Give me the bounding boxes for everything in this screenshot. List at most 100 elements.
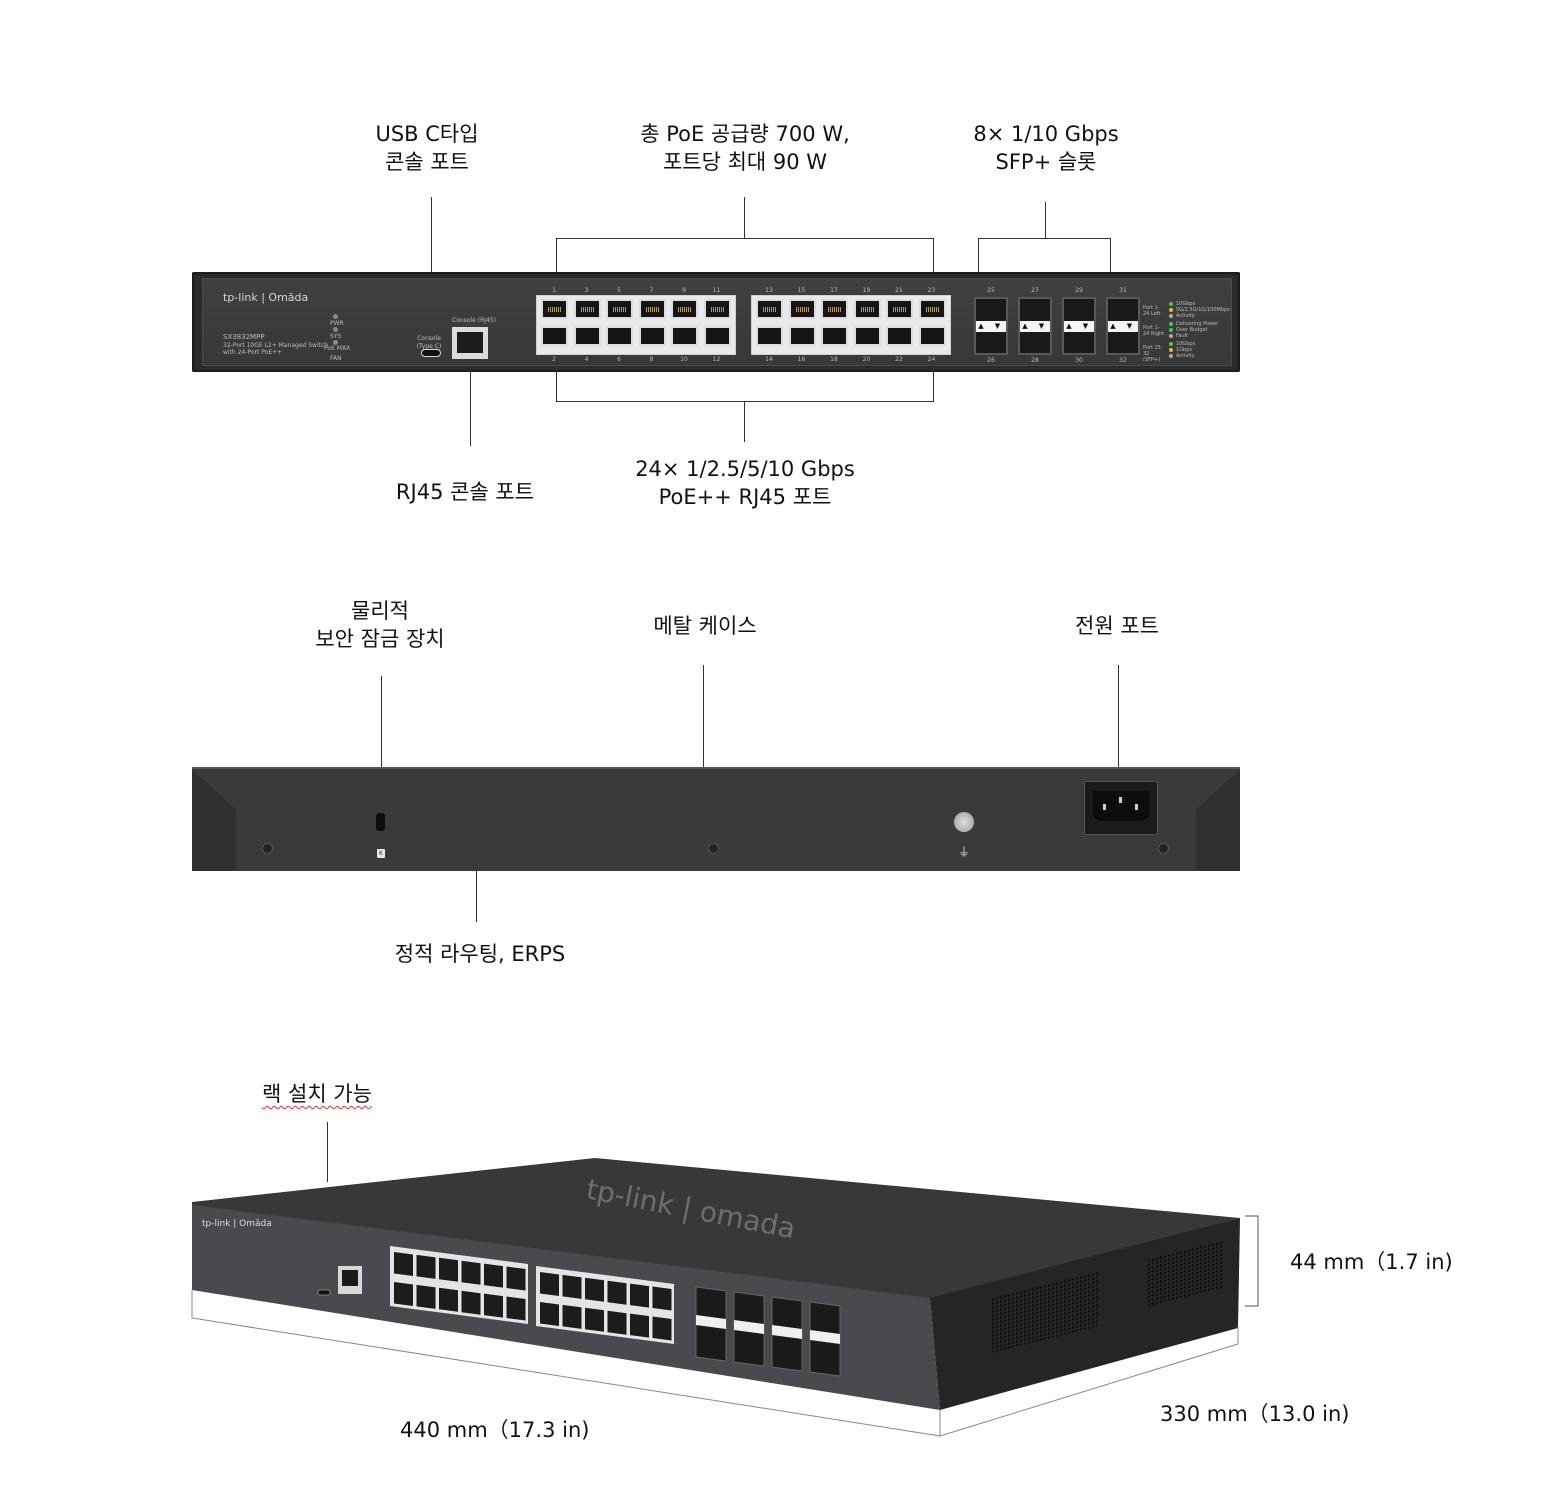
callout-line-2: SFP+ 슬롯 <box>995 150 1097 174</box>
iso-sfp-latch <box>734 1320 764 1334</box>
callout-rack-mount: 랙 설치 가능 <box>262 1080 402 1108</box>
rj45-port[interactable] <box>573 299 601 319</box>
rj45-port[interactable] <box>573 326 601 346</box>
legend-item: Activity <box>1176 313 1195 319</box>
iso-rj45-port[interactable] <box>506 1296 526 1321</box>
leader-routing <box>476 870 477 922</box>
sfp-slot[interactable]: ▲ ▼ <box>974 297 1008 355</box>
iso-rj45-port[interactable] <box>607 1280 627 1305</box>
iso-rj45-port[interactable] <box>585 1307 604 1332</box>
leader-power-port <box>1118 665 1119 777</box>
port-number: 27 <box>1031 287 1039 294</box>
port-number: 28 <box>1031 357 1039 364</box>
dim-height-bracket <box>1245 1215 1259 1307</box>
callout-rj45-ports: 24× 1/2.5/5/10 Gbps PoE++ RJ45 포트 <box>610 455 880 511</box>
led-pwr-icon <box>333 314 338 319</box>
rj45-port[interactable] <box>703 326 731 346</box>
callout-line-1: 8× 1/10 Gbps <box>973 122 1119 146</box>
callout-line-1: 메탈 케이스 <box>653 614 757 638</box>
rj45-port[interactable] <box>756 299 783 319</box>
rj45-port[interactable] <box>821 299 848 319</box>
rj45-port[interactable] <box>638 326 666 346</box>
rj45-port[interactable] <box>671 326 698 346</box>
leader-security-lock <box>381 676 382 816</box>
ground-icon: ⏚ <box>957 845 970 859</box>
brand-logo: tp-link | Omāda <box>223 291 309 304</box>
console-rj45-label: Console (RJ45) <box>452 317 496 324</box>
rj45-port[interactable] <box>788 299 816 319</box>
rj45-port[interactable] <box>918 326 946 346</box>
iso-rj45-port[interactable] <box>540 1272 559 1296</box>
rj45-port[interactable] <box>788 326 816 346</box>
iso-rj45-port[interactable] <box>439 1257 458 1282</box>
port-number: 12 <box>712 356 721 363</box>
legend-led-icon <box>1169 354 1173 358</box>
iso-rj45-port[interactable] <box>562 1304 582 1329</box>
iso-rj45-port[interactable] <box>652 1286 672 1311</box>
rj45-port[interactable] <box>853 299 881 319</box>
rj45-port[interactable] <box>886 299 913 319</box>
rj45-port[interactable] <box>918 299 946 319</box>
bracket-poe-right <box>933 238 934 284</box>
bracket-sfp-right <box>1110 238 1111 284</box>
legend-led-icon <box>1169 328 1173 332</box>
iso-rj45-port[interactable] <box>540 1302 559 1326</box>
rj45-port[interactable] <box>606 326 633 346</box>
callout-line-1: 총 PoE 공급량 700 W, <box>640 122 850 146</box>
sfp-slot[interactable]: ▲ ▼ <box>1062 297 1096 355</box>
rj45-port[interactable] <box>886 326 913 346</box>
led-label-pwr: PWR <box>330 320 344 327</box>
sfp-latch-icon: ▲ ▼ <box>1108 321 1138 332</box>
rj45-port[interactable] <box>756 326 783 346</box>
iso-rj45-port[interactable] <box>416 1284 436 1309</box>
kensington-slot[interactable] <box>376 813 385 831</box>
bracket-sfp-left <box>978 238 979 284</box>
iso-rj45-port[interactable] <box>484 1263 503 1288</box>
rj45-port[interactable] <box>638 299 666 319</box>
rj45-port[interactable] <box>703 299 731 319</box>
port-number: 15 <box>797 287 806 294</box>
iso-rj45-port[interactable] <box>630 1313 649 1338</box>
iso-rj45-port[interactable] <box>585 1277 604 1302</box>
sfp-slot[interactable]: ▲ ▼ <box>1106 297 1140 355</box>
iso-rj45-port[interactable] <box>630 1283 649 1308</box>
rj45-port[interactable] <box>821 326 848 346</box>
iso-rj45-port[interactable] <box>506 1266 526 1291</box>
iso-rj45-port[interactable] <box>562 1274 582 1299</box>
iso-rj45-port[interactable] <box>394 1252 413 1276</box>
rj45-port[interactable] <box>541 299 568 319</box>
ground-screw[interactable] <box>954 812 974 832</box>
sfp-slot[interactable]: ▲ ▼ <box>1018 297 1052 355</box>
rj45-port[interactable] <box>853 326 881 346</box>
port-number: 22 <box>895 356 903 363</box>
rj45-port[interactable] <box>606 299 633 319</box>
rj45-console-port[interactable] <box>452 327 488 359</box>
port-number: 14 <box>765 356 773 363</box>
rj45-port[interactable] <box>671 299 698 319</box>
iso-rj45-port[interactable] <box>461 1290 481 1315</box>
iso-rj45-port[interactable] <box>416 1254 436 1279</box>
power-socket[interactable] <box>1084 781 1158 835</box>
iso-top-surface <box>192 1158 1240 1300</box>
iso-rj45-port[interactable] <box>461 1260 481 1285</box>
iso-rj45-port[interactable] <box>652 1316 672 1341</box>
rj45-port[interactable] <box>541 326 568 346</box>
port-number: 2 <box>552 356 556 363</box>
rj45-block-left <box>536 295 736 355</box>
port-number: 24 <box>927 356 936 363</box>
port-number: 4 <box>584 356 589 363</box>
port-number: 18 <box>830 356 838 363</box>
iso-rj45-port[interactable] <box>439 1287 458 1312</box>
legend-item: 1Gbps <box>1176 347 1193 353</box>
iso-rj45-port[interactable] <box>607 1310 627 1335</box>
legend-led-icon <box>1169 314 1173 318</box>
iso-rj45-port[interactable] <box>484 1293 503 1318</box>
led-poemax-icon <box>333 340 338 345</box>
iso-rj45-port[interactable] <box>394 1282 413 1306</box>
usb-c-port[interactable] <box>421 349 441 357</box>
callout-line-1: USB C타입 <box>375 122 479 146</box>
